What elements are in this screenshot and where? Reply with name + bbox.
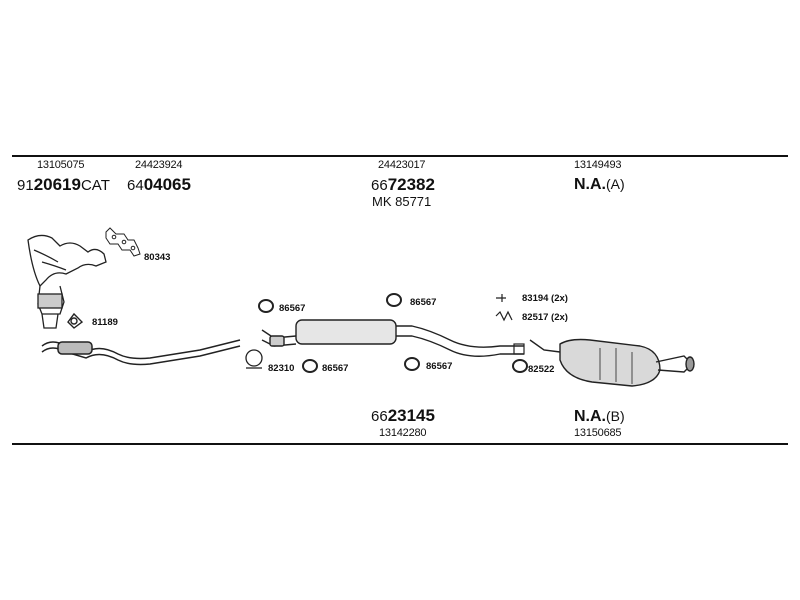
middle-silencer-icon [261,319,524,357]
oe-number-bottom-col4: 13150685 [574,427,622,439]
oe-number-col2: 24423924 [135,159,183,171]
part-main: 04065 [143,175,191,194]
mk-number: MK 85771 [372,194,432,209]
part-number-col3: 6672382 [371,176,435,194]
part-number-bottom-col4: N.A.(B) [574,409,625,425]
rubber-mount-icon [258,293,420,373]
part-prefix: 66 [371,177,388,194]
label-81189: 81189 [92,317,118,328]
front-pipe-icon [41,339,241,366]
label-86567-d: 86567 [426,361,453,372]
part-number-bottom-col3: 6623145 [371,407,435,425]
rear-hardware-icon [495,294,528,373]
clamp-icon [245,349,263,369]
part-suffix: CAT [80,177,110,194]
oe-number-col3: 24423017 [378,159,426,171]
variant-tag: (A) [606,176,625,192]
top-rule [12,155,788,157]
label-80343: 80343 [144,252,171,263]
label-86567-b: 86567 [322,363,349,374]
part-number-col2: 6404065 [127,176,191,194]
part-main: 20619 [33,175,81,194]
label-82310: 82310 [268,363,295,374]
rear-silencer-icon [529,338,695,387]
part-prefix: 66 [371,408,388,425]
part-main: 72382 [387,175,435,194]
part-number-col1: 9120619CAT [17,176,110,194]
label-82522: 82522 [528,364,555,375]
exhaust-manifold-icon [27,234,107,329]
oe-number-bottom-col3: 13142280 [379,427,427,439]
label-82517: 82517 (2x) [522,312,568,323]
bottom-rule [12,443,788,445]
part-prefix: 64 [127,177,144,194]
variant-tag: (B) [606,408,625,424]
label-83194: 83194 (2x) [522,293,568,304]
label-86567-c: 86567 [410,297,437,308]
oe-number-col1: 13105075 [37,159,85,171]
oe-number-col4: 13149493 [574,159,622,171]
manifold-gasket-icon [105,227,141,257]
front-ring-gasket-icon [67,312,84,329]
part-prefix: 91 [17,177,34,194]
na-text: N.A. [574,408,606,425]
part-number-col4: N.A.(A) [574,177,625,193]
label-86567-a: 86567 [279,303,306,314]
na-text: N.A. [574,176,606,193]
part-main: 23145 [387,406,435,425]
